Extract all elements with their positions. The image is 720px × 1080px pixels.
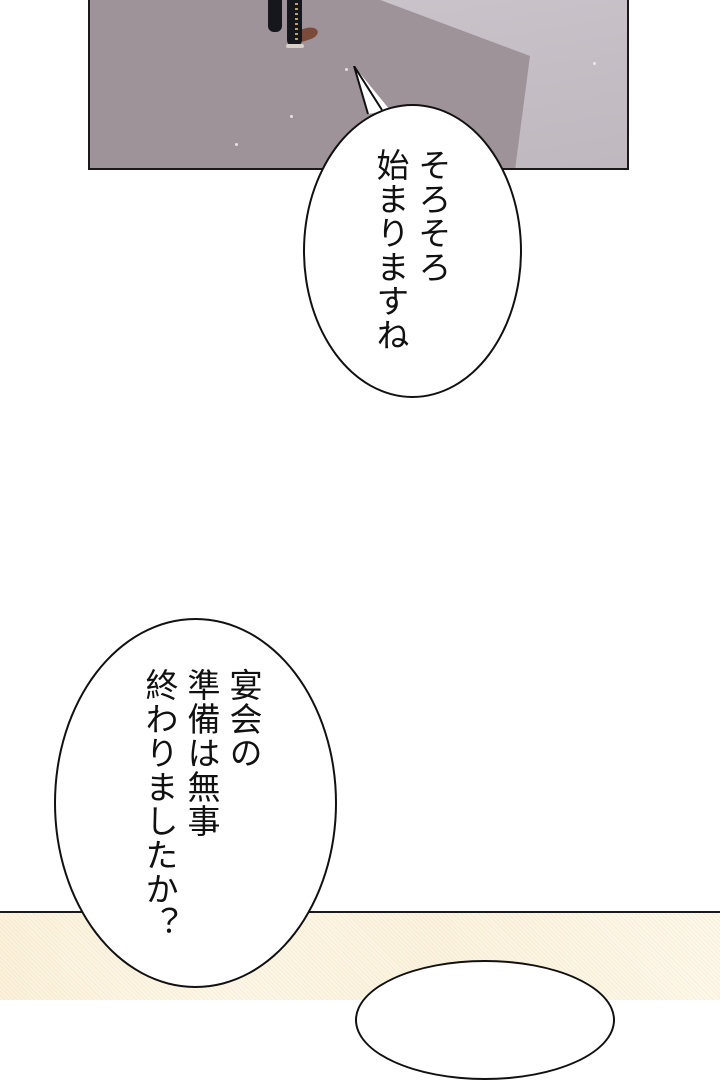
floor-speck [345,68,348,71]
floor-speck [235,143,238,146]
boot-sole [286,44,304,48]
boot-lace [295,0,298,42]
bubble-2-text: 宴会の 準備は無事 終わりましたか？ [140,668,263,940]
left-leg [268,0,282,32]
floor-speck [593,62,596,65]
speech-bubble-3 [355,960,615,1080]
speech-bubble-2 [54,618,337,988]
speech-tail-icon [353,66,390,115]
bubble-1-text: そろそろ 始まりますね [371,148,452,352]
speech-bubble-1 [303,104,522,398]
character-legs [268,0,328,53]
right-leg [287,0,302,46]
floor-speck [290,115,293,118]
